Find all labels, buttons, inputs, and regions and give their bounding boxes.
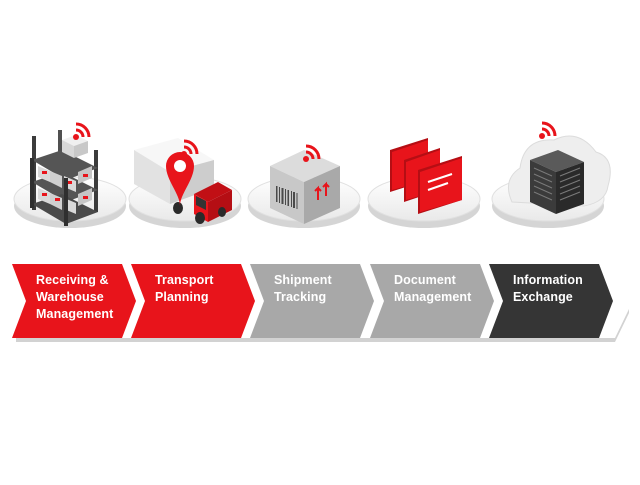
stage-label-information: Information Exchange: [513, 272, 583, 306]
stage-label-receiving: Receiving & Warehouse Management: [36, 272, 113, 323]
wifi-signal-icon: [539, 121, 557, 139]
chevron-receiving: [12, 264, 136, 338]
parcel-box-icon: [270, 150, 340, 224]
stage-label-line: Management: [36, 307, 114, 321]
chevron-shadow-information: [493, 309, 629, 342]
document-folders-icon: [390, 138, 462, 214]
stage-label-line: Exchange: [513, 290, 573, 304]
wifi-signal-icon: [73, 122, 91, 140]
chevron-shipment: [250, 264, 374, 338]
stage-label-line: Tracking: [274, 290, 327, 304]
wifi-signal-icon: [303, 144, 321, 162]
stage-icon-shipment: [247, 144, 361, 228]
stage-label-line: Shipment: [274, 273, 332, 287]
stage-label-line: Receiving &: [36, 273, 109, 287]
stage-icon-transport: [128, 138, 242, 228]
stage-label-line: Document: [394, 273, 456, 287]
process-chevron-bar: [12, 264, 629, 342]
stage-label-line: Information: [513, 273, 583, 287]
wifi-signal-icon: [181, 139, 199, 157]
chevron-transport: [131, 264, 255, 338]
chevron-document: [370, 264, 494, 338]
chevron-information: [489, 264, 613, 338]
stage-icon-receiving: [13, 122, 127, 228]
stage-label-line: Planning: [155, 290, 209, 304]
stage-label-line: Management: [394, 290, 472, 304]
warehouse-shelves-icon: [30, 130, 98, 226]
stage-icon-document: [367, 138, 481, 228]
stage-label-shipment: Shipment Tracking: [274, 272, 332, 306]
stage-label-line: Warehouse: [36, 290, 104, 304]
delivery-truck-icon: [134, 138, 232, 224]
stage-label-transport: Transport Planning: [155, 272, 214, 306]
stage-label-line: Transport: [155, 273, 214, 287]
stage-icon-information: [491, 121, 611, 228]
cloud-server-icon: [507, 135, 611, 214]
stage-label-document: Document Management: [394, 272, 471, 306]
